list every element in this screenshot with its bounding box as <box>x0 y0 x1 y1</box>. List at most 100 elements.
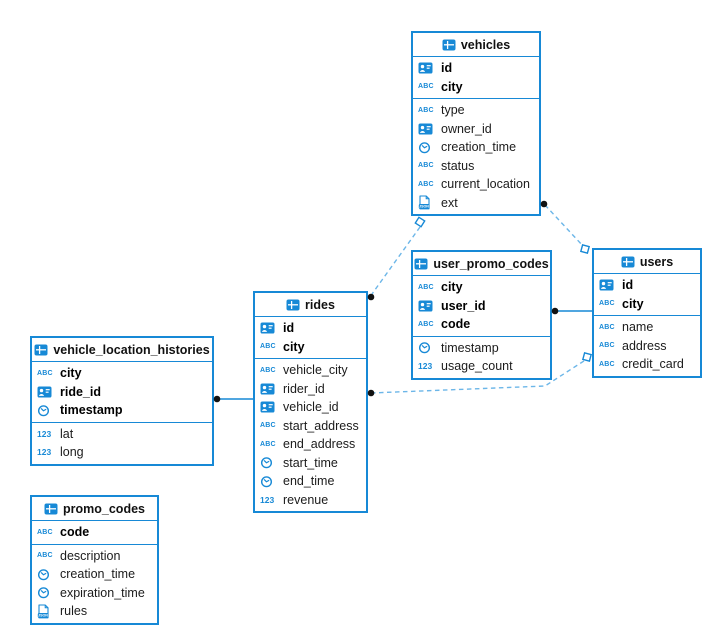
table-header[interactable]: rides <box>255 293 366 317</box>
id-icon <box>418 300 437 312</box>
time-icon <box>260 456 279 469</box>
field-row[interactable]: ABC start_address <box>255 417 366 436</box>
field-row[interactable]: JSON rules <box>32 602 157 621</box>
field-row[interactable]: ABC code <box>32 523 157 542</box>
field-row[interactable]: ABC name <box>594 318 700 337</box>
table-name: users <box>639 254 674 269</box>
field-name: city <box>441 79 463 94</box>
field-name: rider_id <box>283 381 325 396</box>
field-name: current_location <box>441 177 530 192</box>
field-row[interactable]: ABC city <box>594 295 700 314</box>
text-type-icon: ABC <box>599 342 615 350</box>
id-icon <box>418 62 437 74</box>
field-name: city <box>60 366 82 381</box>
table-header[interactable]: vehicles <box>413 33 539 57</box>
table-icon <box>442 39 456 51</box>
relationship-diamond <box>579 243 591 255</box>
field-row[interactable]: ABC description <box>32 547 157 566</box>
field-name: id <box>283 321 295 336</box>
field-row[interactable]: ABC vehicle_city <box>255 361 366 380</box>
field-row[interactable]: JSON ext <box>413 194 539 213</box>
table-name: vehicle_location_histories <box>53 342 210 357</box>
field-row[interactable]: owner_id <box>413 120 539 139</box>
table-vehicle-location-histories[interactable]: vehicle_location_histories ABC city ride… <box>30 336 214 466</box>
field-row[interactable]: 123 revenue <box>255 491 366 510</box>
field-row[interactable]: 123 lat <box>32 425 212 444</box>
table-promo-codes[interactable]: promo_codes ABC code ABC description cre… <box>30 495 159 625</box>
field-row[interactable]: expiration_time <box>32 584 157 603</box>
table-header[interactable]: promo_codes <box>32 497 157 521</box>
field-name: city <box>622 296 644 311</box>
field-row[interactable]: 123 usage_count <box>413 357 550 376</box>
time-icon <box>37 568 56 581</box>
text-type-icon: ABC <box>418 180 434 188</box>
field-row[interactable]: timestamp <box>413 339 550 358</box>
table-header[interactable]: users <box>594 250 700 274</box>
text-type-icon: ABC <box>260 343 276 351</box>
field-row[interactable]: ABC address <box>594 337 700 356</box>
relationship-diamond <box>414 216 426 228</box>
field-row[interactable]: creation_time <box>32 565 157 584</box>
field-row[interactable]: rider_id <box>255 380 366 399</box>
id-icon <box>260 383 279 395</box>
relationship-dot <box>551 307 559 315</box>
field-row[interactable]: ABC current_location <box>413 175 539 194</box>
table-icon <box>44 503 58 515</box>
field-row[interactable]: ABC city <box>32 364 212 383</box>
table-header[interactable]: vehicle_location_histories <box>32 338 212 362</box>
field-name: address <box>622 338 667 353</box>
field-name: creation_time <box>441 140 517 155</box>
svg-text:JSON: JSON <box>419 205 429 209</box>
field-row[interactable]: ride_id <box>32 383 212 402</box>
table-name: promo_codes <box>63 501 145 516</box>
time-icon <box>418 341 437 354</box>
field-row[interactable]: end_time <box>255 472 366 491</box>
text-type-icon: ABC <box>418 106 434 114</box>
field-row[interactable]: ABC status <box>413 157 539 176</box>
field-row[interactable]: ABC city <box>255 338 366 357</box>
field-row[interactable]: start_time <box>255 454 366 473</box>
table-user-promo-codes[interactable]: user_promo_codes ABC city user_id ABC co… <box>411 250 552 380</box>
relationship-dot <box>540 200 548 208</box>
field-row[interactable]: timestamp <box>32 401 212 420</box>
table-users[interactable]: users id ABC city ABC name ABC address A… <box>592 248 702 378</box>
field-name: timestamp <box>441 340 499 355</box>
field-row[interactable]: creation_time <box>413 138 539 157</box>
field-name: credit_card <box>622 357 684 372</box>
table-vehicles[interactable]: vehicles id ABC city ABC type owner_id <box>411 31 541 216</box>
field-row[interactable]: id <box>413 59 539 78</box>
field-row[interactable]: ABC credit_card <box>594 355 700 374</box>
text-type-icon: ABC <box>37 369 53 377</box>
field-name: owner_id <box>441 121 492 136</box>
text-type-icon: ABC <box>599 300 615 308</box>
field-row[interactable]: ABC end_address <box>255 435 366 454</box>
text-type-icon: ABC <box>418 283 434 291</box>
field-row[interactable]: ABC city <box>413 278 550 297</box>
text-type-icon: ABC <box>418 83 434 91</box>
field-row[interactable]: vehicle_id <box>255 398 366 417</box>
field-row[interactable]: ABC city <box>413 78 539 97</box>
table-icon <box>286 299 300 311</box>
field-row[interactable]: id <box>255 319 366 338</box>
table-name: rides <box>305 297 335 312</box>
table-name: vehicles <box>460 37 511 52</box>
field-name: lat <box>60 426 74 441</box>
field-row[interactable]: ABC type <box>413 101 539 120</box>
table-rides[interactable]: rides id ABC city ABC vehicle_city rider… <box>253 291 368 513</box>
field-name: end_address <box>283 437 356 452</box>
number-type-icon: 123 <box>418 361 433 371</box>
field-row[interactable]: user_id <box>413 297 550 316</box>
field-name: end_time <box>283 474 335 489</box>
time-icon <box>37 586 56 599</box>
field-name: rules <box>60 604 88 619</box>
relationship-line-vehicles-users[interactable] <box>544 204 584 247</box>
table-header[interactable]: user_promo_codes <box>413 252 550 276</box>
field-name: id <box>622 278 634 293</box>
field-name: ride_id <box>60 384 101 399</box>
field-name: city <box>283 339 305 354</box>
svg-text:JSON: JSON <box>38 613 48 617</box>
field-row[interactable]: 123 long <box>32 443 212 462</box>
field-row[interactable]: id <box>594 276 700 295</box>
field-row[interactable]: ABC code <box>413 315 550 334</box>
